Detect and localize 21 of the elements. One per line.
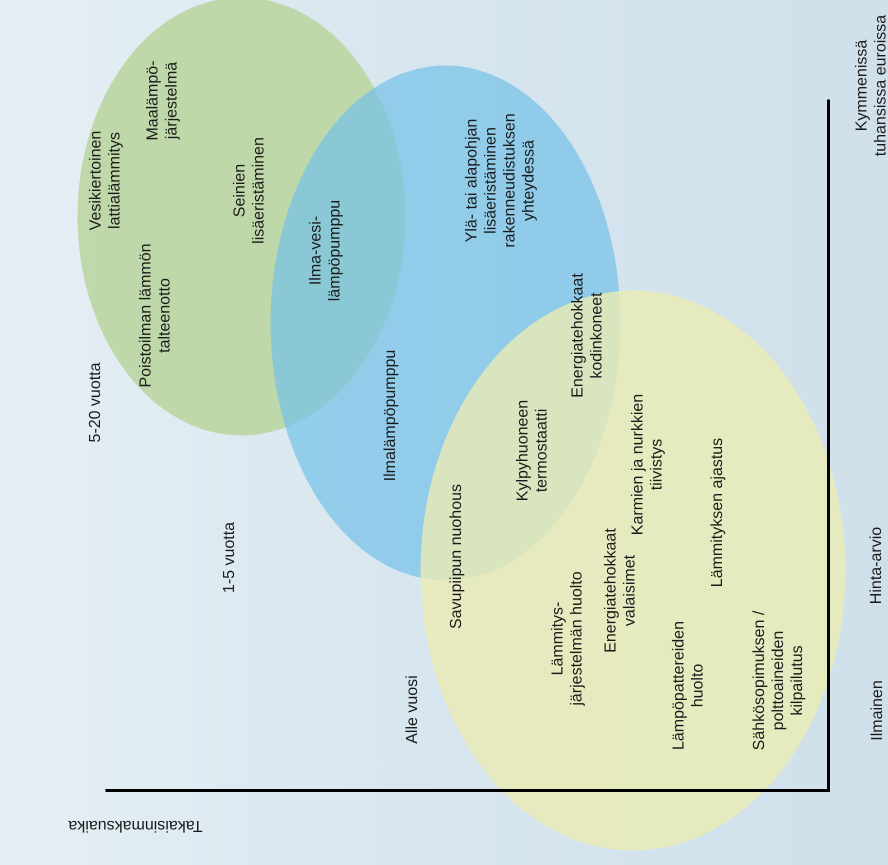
- axis-category-label: Ilmainen: [868, 678, 886, 742]
- measure-label: Maalämpö- järjestelmä: [143, 58, 181, 142]
- measure-label: Lämpöpattereiden huolto: [669, 620, 707, 752]
- measure-label: Ylä- tai alapohjan lisäeristäminen rakenneudistuksen yhteydessä: [462, 112, 538, 250]
- measure-label: Vesikiertoinen lattialämmitys: [86, 129, 124, 232]
- axis-category-label: Hinta-arvio: [866, 525, 886, 606]
- measure-label: Energiatehokkaat kodinkoneet: [568, 272, 606, 400]
- measure-label: Poistoilman lämmön talteenotto: [136, 242, 174, 390]
- axis-category-label: Kymmenissä tuhansissa euroissa: [852, 13, 888, 158]
- measure-label: Seinien lisäeristäminen: [230, 136, 268, 246]
- axis-title: Takaisinmaksuaika: [66, 816, 204, 834]
- measure-label: Ilmalämpöpumppu: [380, 348, 400, 483]
- axis-category-label: 5-20 vuotta: [86, 360, 104, 444]
- measure-label: Sähkösopimuksen / polttoaineiden kilpailutus: [750, 609, 806, 752]
- axis-category-label: Alle vuosi: [402, 674, 422, 746]
- measure-label: Ilma-vesi- lämpöpumppu: [306, 198, 344, 302]
- measure-label: Lämmityksen ajastus: [708, 436, 726, 589]
- measure-label: Savupiipun nuohous: [446, 482, 466, 631]
- axis-category-label: 1-5 vuotta: [220, 520, 238, 595]
- measure-label: Lämmitys- järjestelmän huolto: [548, 570, 586, 708]
- measure-label: Kylpyhuoneen termostaatti: [513, 398, 551, 503]
